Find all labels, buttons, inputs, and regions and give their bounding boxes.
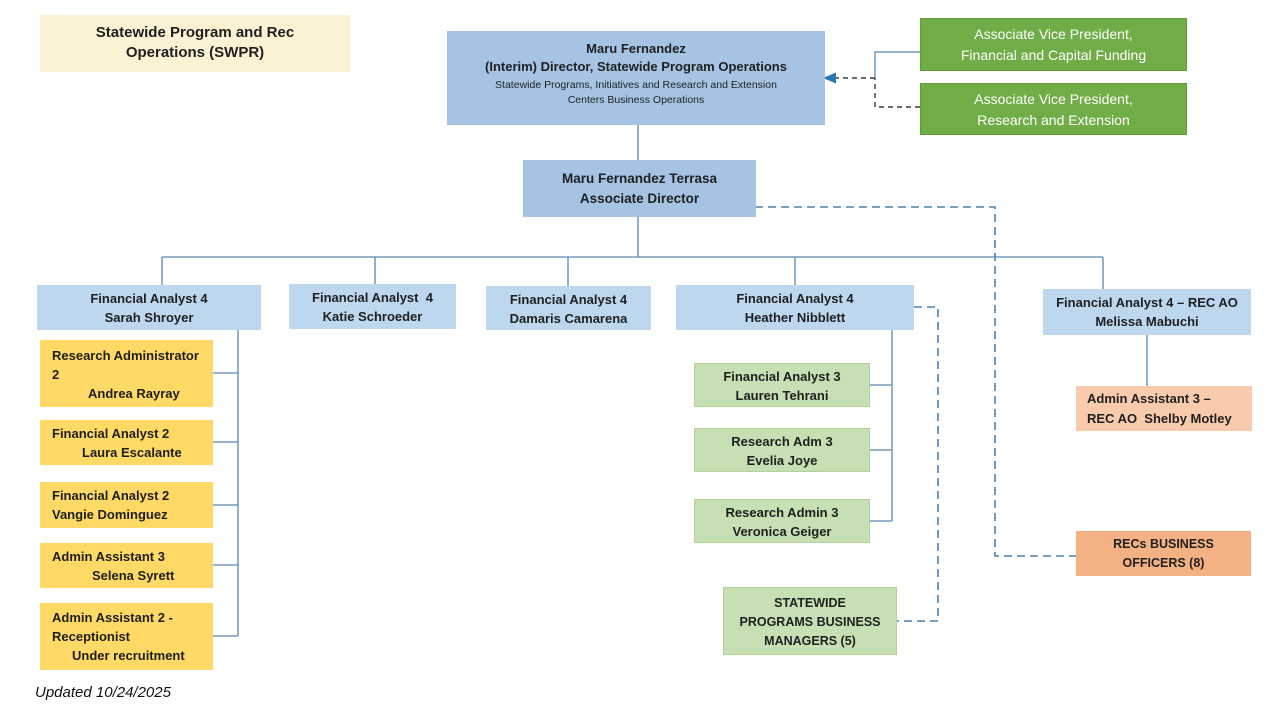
node-fa4-sarah-shroyer: Financial Analyst 4 Sarah Shroyer	[37, 285, 261, 330]
node-fa3-lauren-tehrani: Financial Analyst 3 Lauren Tehrani	[694, 363, 870, 407]
node-fa4-melissa-mabuchi: Financial Analyst 4 – REC AO Melissa Mab…	[1043, 289, 1251, 335]
name: Selena Syrett	[92, 568, 175, 583]
role: Financial Analyst 2	[52, 488, 170, 503]
chart-title-line2: Operations (SWPR)	[125, 44, 265, 61]
line1: STATEWIDE	[774, 596, 846, 610]
node-fa4-katie-schroeder: Financial Analyst 4 Katie Schroeder	[289, 284, 456, 329]
role: Financial Analyst 3	[723, 369, 841, 384]
arrowhead-left	[823, 72, 836, 84]
associate-director-name: Maru Fernandez Terrasa	[561, 171, 718, 186]
chart-title-line1: Statewide Program and Rec	[95, 24, 295, 41]
line2: OFFICERS (8)	[1122, 556, 1205, 570]
node-avp-research-extension: Associate Vice President, Research and E…	[920, 83, 1187, 135]
role: Admin Assistant 2 - Receptionist	[52, 610, 173, 644]
name: Melissa Mabuchi	[1095, 314, 1199, 329]
node-recs-business-officers: RECs BUSINESS OFFICERS (8)	[1076, 531, 1251, 576]
name: Under recruitment	[72, 648, 185, 663]
role: Research Administrator 2	[52, 348, 199, 382]
line1: Admin Assistant 3 –	[1087, 391, 1211, 406]
node-ra3-evelia-joye: Research Adm 3 Evelia Joye	[694, 428, 870, 472]
line2: REC AO Shelby Motley	[1087, 411, 1232, 426]
name: Vangie Dominguez	[52, 507, 168, 522]
name: Andrea Rayray	[88, 386, 180, 401]
role: Admin Assistant 3	[52, 549, 165, 564]
node-fa2-laura-escalante: Financial Analyst 2 Laura Escalante	[40, 420, 213, 465]
name: Sarah Shroyer	[104, 310, 194, 325]
name: Heather Nibblett	[744, 310, 846, 325]
node-fa4-damaris-camarena: Financial Analyst 4 Damaris Camarena	[486, 286, 651, 330]
node-avp-financial-capital-funding: Associate Vice President, Financial and …	[920, 18, 1187, 71]
name: Veronica Geiger	[732, 524, 832, 539]
node-aa3-selena-syrett: Admin Assistant 3 Selena Syrett	[40, 543, 213, 588]
director-subtitle-line1: Statewide Programs, Initiatives and Rese…	[495, 79, 777, 91]
node-research-admin2-andrea-rayray: Research Administrator 2 Andrea Rayray	[40, 340, 213, 407]
name: Laura Escalante	[82, 445, 182, 460]
name: Damaris Camarena	[509, 311, 628, 326]
line2: PROGRAMS BUSINESS	[739, 615, 881, 629]
avp-research-line2: Research and Extension	[977, 112, 1130, 128]
node-statewide-programs-business-managers: STATEWIDE PROGRAMS BUSINESS MANAGERS (5)	[723, 587, 897, 655]
role: Financial Analyst 4	[736, 291, 854, 306]
line3: MANAGERS (5)	[764, 634, 856, 648]
role: Financial Analyst 2	[52, 426, 170, 441]
node-aa2-receptionist-under-recruitment: Admin Assistant 2 - Receptionist Under r…	[40, 603, 213, 670]
role: Financial Analyst 4	[90, 291, 208, 306]
node-aa3-rec-ao-shelby-motley: Admin Assistant 3 – REC AO Shelby Motley	[1076, 386, 1252, 431]
node-fa4-heather-nibblett: Financial Analyst 4 Heather Nibblett	[676, 285, 914, 330]
node-director: Maru Fernandez (Interim) Director, State…	[447, 31, 825, 125]
name: Evelia Joye	[746, 453, 818, 468]
avp-research-line1: Associate Vice President,	[974, 91, 1133, 107]
updated-date-label: Updated 10/24/2025	[35, 684, 171, 701]
role: Financial Analyst 4 – REC AO	[1056, 295, 1238, 310]
avp-financial-line2: Financial and Capital Funding	[960, 47, 1147, 63]
node-ra3-veronica-geiger: Research Admin 3 Veronica Geiger	[694, 499, 870, 543]
name: Lauren Tehrani	[735, 388, 829, 403]
name: Katie Schroeder	[322, 309, 423, 324]
director-subtitle-line2: Centers Business Operations	[567, 94, 705, 106]
node-associate-director: Maru Fernandez Terrasa Associate Directo…	[523, 160, 756, 217]
role: Research Adm 3	[731, 434, 833, 449]
chart-title: Statewide Program and Rec Operations (SW…	[40, 15, 350, 72]
director-role: (Interim) Director, Statewide Program Op…	[485, 59, 787, 74]
node-fa2-vangie-dominguez: Financial Analyst 2 Vangie Dominguez	[40, 482, 213, 528]
director-name: Maru Fernandez	[586, 41, 686, 56]
avp-financial-line1: Associate Vice President,	[974, 26, 1133, 42]
role: Financial Analyst 4	[312, 290, 433, 305]
role: Research Admin 3	[725, 505, 839, 520]
associate-director-role: Associate Director	[579, 191, 700, 206]
role: Financial Analyst 4	[509, 292, 628, 307]
line1: RECs BUSINESS	[1113, 537, 1214, 551]
